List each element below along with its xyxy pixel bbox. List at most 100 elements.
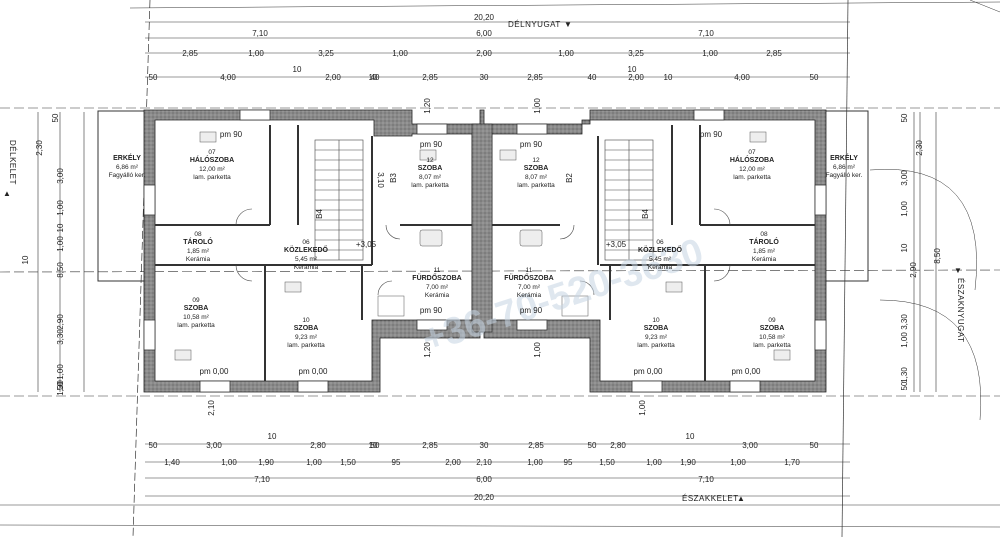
top-dim-row2: 1,00 <box>392 49 408 58</box>
top-dim-row1: 6,00 <box>476 29 492 38</box>
top-dim-row3: 50 <box>810 73 819 82</box>
room-name: SZOBA <box>184 305 209 312</box>
top-dim-row3: 10 <box>664 73 673 82</box>
room-area: 9,23 m² <box>645 334 668 341</box>
top-dim-row2: 1,00 <box>702 49 718 58</box>
right-dim: 50 <box>900 113 909 122</box>
opening-label: pm 0,00 <box>732 367 761 376</box>
top-dim-row3: 10 <box>293 65 302 74</box>
bottom-dim-row2: 1,00 <box>646 458 662 467</box>
opening-label: pm 90 <box>220 130 243 139</box>
bottom-total-dim: 20,20 <box>474 493 495 502</box>
left-dim: 10 <box>21 255 30 264</box>
room-area: 12,00 m² <box>199 166 225 173</box>
room-number: 09 <box>192 297 200 304</box>
stair-label: B2 <box>565 173 574 183</box>
opening-label: pm 0,00 <box>634 367 663 376</box>
right-dim: 3,30 <box>900 314 909 330</box>
right-dim: 1,00 <box>900 201 909 217</box>
room-area: 5,45 m² <box>649 256 672 263</box>
right-dim: 10 <box>900 243 909 252</box>
room-number: 11 <box>434 267 441 274</box>
room-floor-material: Kerámia <box>425 292 450 299</box>
opening-label: pm 90 <box>520 140 543 149</box>
bottom-dim-row2: 2,10 <box>476 458 492 467</box>
top-dim-row2: 1,00 <box>558 49 574 58</box>
right-dim: 8,50 <box>933 248 942 264</box>
room-number: 12 <box>532 157 540 164</box>
room-name: TÁROLÓ <box>183 237 213 246</box>
left-dim: 2,90 <box>56 314 65 330</box>
left-dim: 3,00 <box>56 168 65 184</box>
room-floor-material: Kerámia <box>648 264 673 271</box>
top-dim-row1: 7,10 <box>252 29 268 38</box>
opening-height: 1,00 <box>533 98 542 114</box>
bottom-dim-row1: 7,10 <box>254 475 270 484</box>
room-floor-material: Kerámia <box>752 256 777 263</box>
direction-top-marker: ▼ <box>564 20 572 29</box>
opening-height: 1,20 <box>423 98 432 114</box>
bottom-dim-row3: 50 <box>588 441 597 450</box>
opening-height: 1,20 <box>423 342 432 358</box>
level-mark: +3,05 <box>356 240 377 249</box>
stair-label: B4 <box>641 209 650 219</box>
room-floor-material: Fagyálló ker. <box>826 172 863 179</box>
bottom-dim-row2: 1,90 <box>680 458 696 467</box>
direction-bottom-marker: ▲ <box>737 494 745 503</box>
bottom-dim-row1: 6,00 <box>476 475 492 484</box>
direction-right: ÉSZAKNYUGAT <box>956 278 965 342</box>
room-name: FÜRDŐSZOBA <box>412 273 461 282</box>
left-dim: 10 <box>56 223 65 232</box>
bottom-dim-row3: 3,00 <box>206 441 222 450</box>
opening-height: 2,10 <box>207 400 216 416</box>
door-swings <box>235 208 731 296</box>
left-dim: 2,30 <box>35 140 44 156</box>
bottom-dim-row3: 3,00 <box>742 441 758 450</box>
room-number: 10 <box>652 317 660 324</box>
opening-height: 1,00 <box>533 342 542 358</box>
top-dim-row1: 7,10 <box>698 29 714 38</box>
right-dim: 1,30 <box>900 367 909 383</box>
left-dimension-labels: 502,303,001,00101,00108,502,903,301,001,… <box>21 113 65 396</box>
room-area: 10,58 m² <box>759 334 785 341</box>
direction-left: DÉLKELET <box>8 140 17 185</box>
room-number: 08 <box>760 231 768 238</box>
room-number: 08 <box>194 231 202 238</box>
room-name: SZOBA <box>760 325 785 332</box>
bottom-dim-row2: 1,00 <box>306 458 322 467</box>
direction-left-marker: ▲ <box>3 189 11 198</box>
bottom-dim-row2: 1,50 <box>599 458 615 467</box>
left-dim: 1,00 <box>56 364 65 380</box>
stair-label: B4 <box>315 209 324 219</box>
room-name: ERKÉLY <box>830 153 858 162</box>
room-area: 9,23 m² <box>295 334 318 341</box>
room-area: 7,00 m² <box>426 284 449 291</box>
bottom-dim-row3: 50 <box>149 441 158 450</box>
room-number: 06 <box>656 239 664 246</box>
opening-label: pm 90 <box>520 306 543 315</box>
room-name: SZOBA <box>524 165 549 172</box>
left-dim: 1,00 <box>56 200 65 216</box>
bottom-dim-row3: 2,80 <box>610 441 626 450</box>
direction-right-marker: ▼ <box>954 266 962 275</box>
bottom-dim-row2: 1,90 <box>258 458 274 467</box>
top-dim-row3: 2,85 <box>527 73 543 82</box>
room-area: 1,85 m² <box>753 248 776 255</box>
bottom-dim-row2: 95 <box>564 458 573 467</box>
opening-label: pm 90 <box>420 140 443 149</box>
top-dim-row2: 3,25 <box>628 49 644 58</box>
top-total-dim: 20,20 <box>474 13 495 22</box>
room-name: HÁLÓSZOBA <box>190 155 234 164</box>
room-name: TÁROLÓ <box>749 237 779 246</box>
bottom-dim-row2: 1,00 <box>730 458 746 467</box>
room-floor-material: lam. parketta <box>753 342 791 349</box>
windows <box>143 109 827 393</box>
right-dim: 3,00 <box>900 170 909 186</box>
opening-label: pm 90 <box>420 306 443 315</box>
room-floor-material: lam. parketta <box>177 322 215 329</box>
top-dimension-lines <box>145 21 850 78</box>
room-floor-material: Kerámia <box>186 256 211 263</box>
